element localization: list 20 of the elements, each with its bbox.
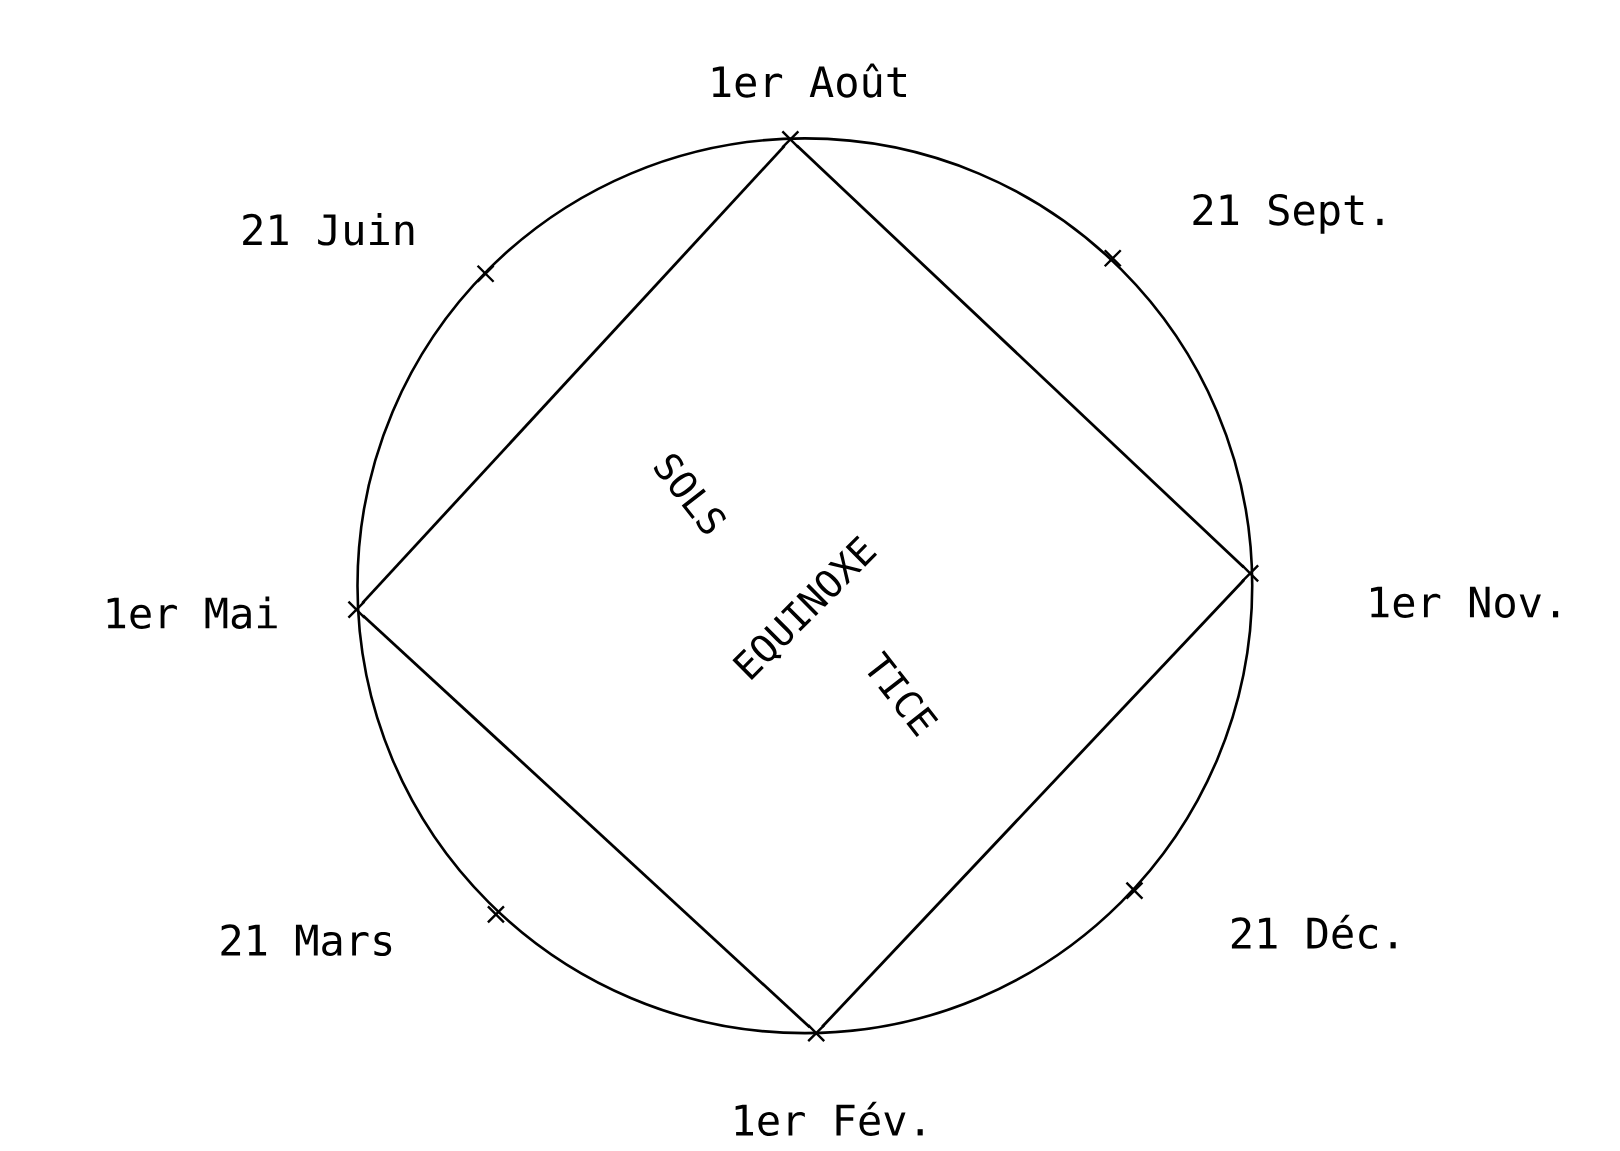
square-side [361,614,811,1029]
square-side [795,144,1245,569]
date-label: 1er Nov. [1371,586,1559,618]
date-label: 21 Déc. [1231,914,1396,949]
square-side [361,144,786,605]
date-label: 21 Sept. [1193,193,1383,234]
date-label: 1er Mai [107,596,277,629]
tick-mark [476,264,495,283]
square-side [821,578,1246,1028]
tick-mark [1125,881,1144,900]
tick-mark [807,1024,826,1043]
tick-mark [347,600,366,619]
tick-mark [1103,249,1122,268]
tick-mark [1240,564,1260,583]
date-label: 21 Mars [221,924,392,957]
tick-mark [781,130,800,149]
date-label: 1er Août [712,63,906,98]
date-label: 1er Fév. [735,1101,923,1137]
date-label: 21 Juin [243,213,414,246]
tick-mark [486,905,506,924]
